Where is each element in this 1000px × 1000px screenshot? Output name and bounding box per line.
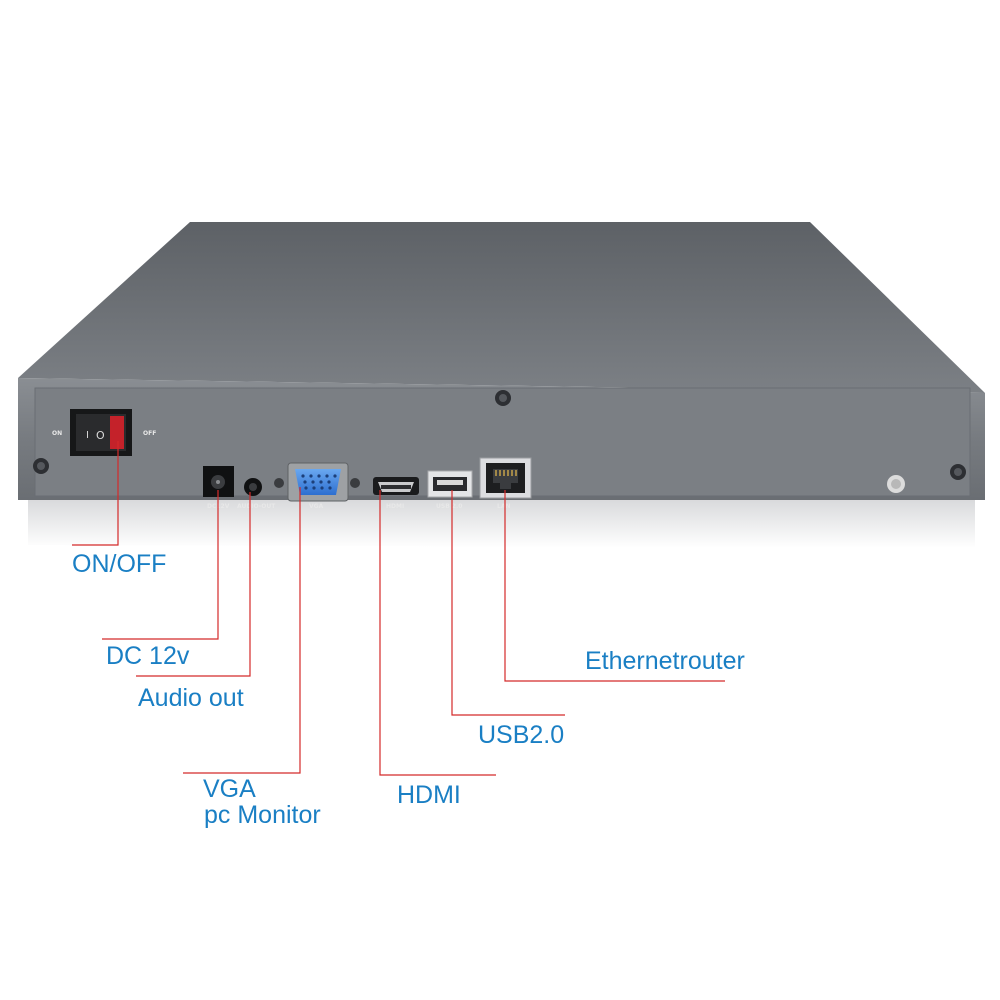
leader-line-vga [183, 487, 301, 774]
leader-lines [72, 441, 725, 776]
chassis-top [18, 222, 985, 393]
audio-jack[interactable] [244, 478, 262, 496]
label-lan: LAN [497, 503, 511, 510]
label-off: OFF [143, 430, 156, 437]
label-hdmi: HDMI [386, 503, 404, 510]
leader-line-hdmi [379, 490, 496, 776]
screw-icon [950, 464, 966, 480]
hdmi-port[interactable] [373, 477, 419, 495]
power-switch[interactable]: I O [70, 409, 132, 456]
callout-ethernet: Ethernetrouter [585, 647, 745, 675]
label-audio: AUDIO-OUT [237, 503, 276, 510]
callout-dc: DC 12v [106, 642, 190, 670]
ground-screw-icon [887, 475, 905, 493]
screw-icon [33, 458, 49, 474]
callout-vga-monitor: pc Monitor [204, 801, 321, 829]
chassis-reflection [28, 500, 975, 548]
leader-line-ethernet [504, 490, 725, 682]
leader-line-onoff [72, 441, 119, 546]
leader-line-audio [136, 492, 251, 677]
leader-line-dc [102, 490, 219, 640]
screw-icon [495, 390, 511, 406]
callout-audio: Audio out [138, 684, 244, 712]
label-on: ON [52, 430, 62, 437]
callout-onoff: ON/OFF [72, 550, 167, 578]
callout-vga: VGA [203, 775, 256, 803]
vga-port[interactable] [274, 462, 360, 502]
label-usb: USB 2.0 [436, 503, 462, 510]
svg-text:O: O [96, 429, 105, 442]
leader-line-usb [451, 490, 565, 716]
label-vga: VGA [309, 503, 324, 510]
callout-hdmi: HDMI [397, 781, 461, 809]
usb-port[interactable] [427, 470, 473, 498]
callout-usb: USB2.0 [478, 721, 565, 749]
dc-jack[interactable] [203, 466, 234, 497]
svg-text:I: I [86, 430, 89, 441]
